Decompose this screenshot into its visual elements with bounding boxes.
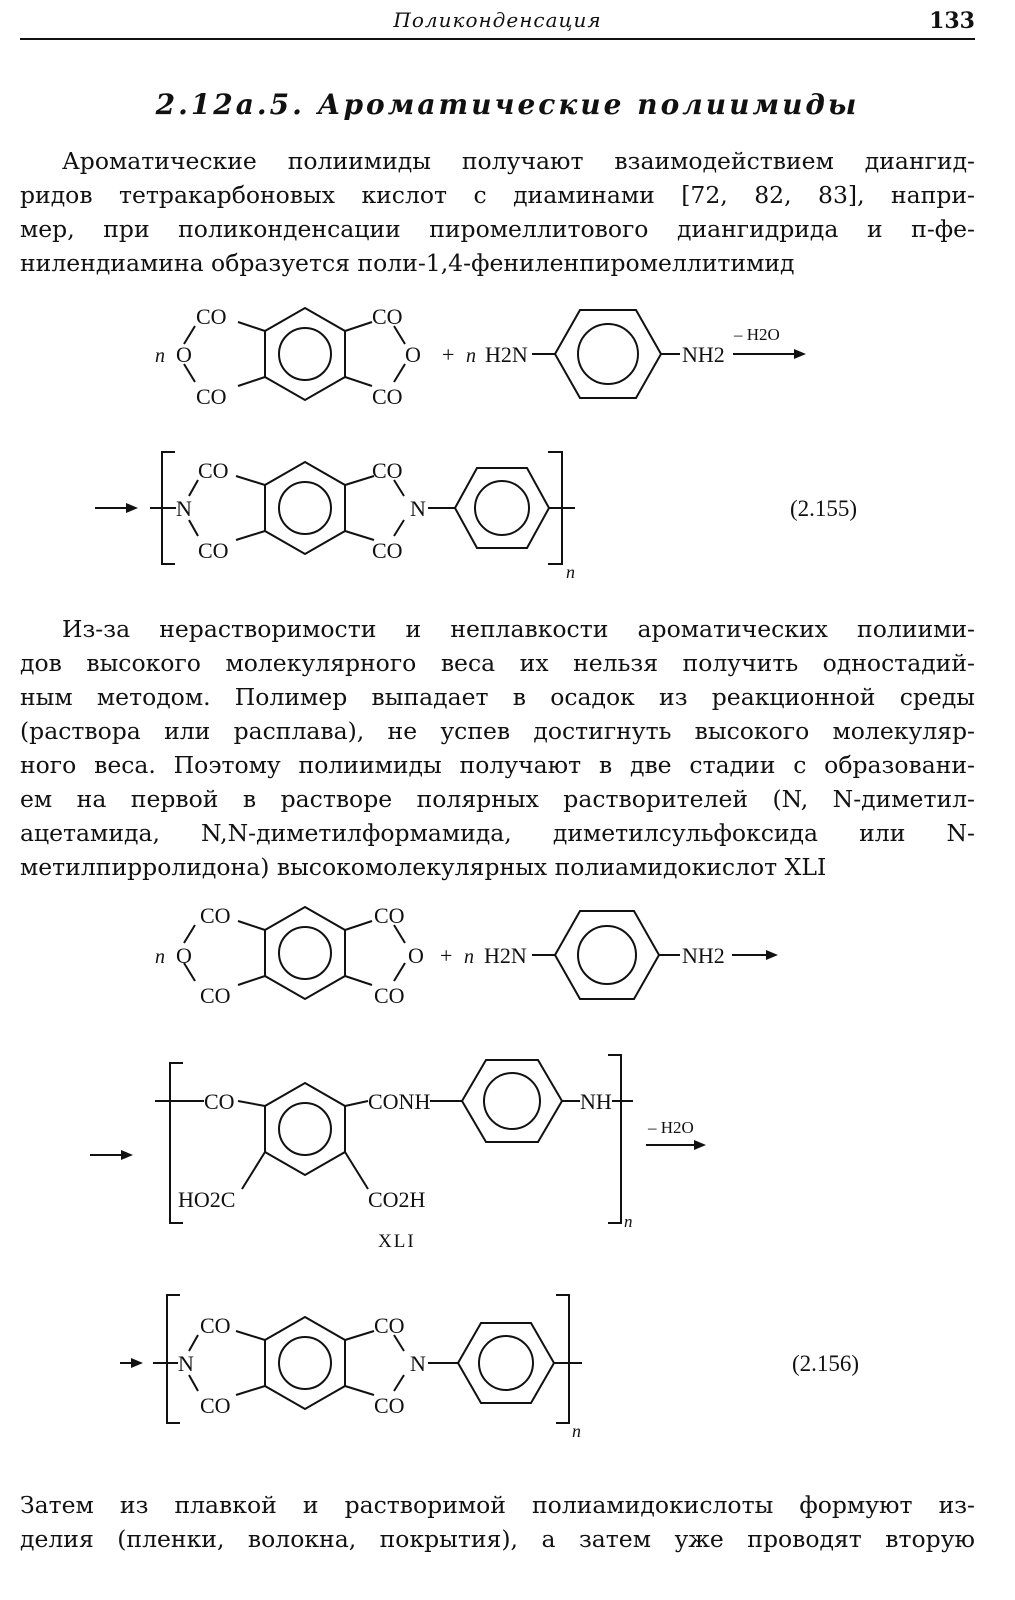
imide-nitrogen: N — [410, 1351, 426, 1376]
anhydride-oxygen: O — [405, 342, 421, 367]
compound-label-xli: XLI — [378, 1231, 416, 1252]
carbonyl-label: CO — [374, 1393, 405, 1418]
section-title: 2.12а.5. Ароматические полиимиды — [155, 88, 860, 121]
paragraph-two-stage: Из-за нерастворимости и неплавкости аром… — [20, 612, 975, 884]
arrow-label: – H2O — [733, 325, 780, 344]
carbonyl-label: CO — [198, 458, 229, 483]
coefficient-n: n — [155, 946, 165, 968]
carboxyl-left-label: HO2C — [178, 1187, 235, 1212]
text-line: дов высокого молекулярного веса их нельз… — [20, 649, 975, 677]
reaction-scheme-2-155: n O CO CO CO CO O + n H2N NH2 – H2O — [95, 304, 857, 582]
carbonyl-label: CO — [372, 384, 403, 409]
carbonyl-label: CO — [200, 1313, 231, 1338]
carbonyl-label: CO — [200, 1393, 231, 1418]
carbonyl-label: CO — [196, 384, 227, 409]
phenylenediamine-structure — [532, 309, 680, 399]
phenylenediamine-structure — [532, 910, 680, 1000]
text-line: ем на первой в растворе полярных раствор… — [20, 785, 975, 813]
equation-number: (2.155) — [790, 496, 857, 521]
pyromellitic-dianhydride-structure — [183, 306, 406, 402]
carbonyl-label: CO — [196, 304, 227, 329]
amic-acid-carbonyl: CO — [204, 1089, 235, 1114]
carbonyl-label: CO — [374, 983, 405, 1008]
text-line: ного веса. Поэтому полиимиды получают в … — [20, 751, 975, 779]
anhydride-oxygen: O — [408, 943, 424, 968]
anhydride-oxygen: O — [176, 342, 192, 367]
anhydride-oxygen: O — [176, 943, 192, 968]
imide-nitrogen: N — [176, 496, 192, 521]
reaction-arrow — [733, 349, 806, 359]
text-line: ридов тетракарбоновых кислот с диаминами… — [20, 181, 975, 209]
carbonyl-label: CO — [200, 903, 231, 928]
carboxyl-right-label: CO2H — [368, 1187, 426, 1212]
arrow-label: – H2O — [647, 1118, 694, 1137]
polyamic-acid-structure — [155, 1054, 633, 1224]
reaction-arrow — [95, 503, 138, 513]
text-line: делия (пленки, волокна, покрытия), а зат… — [20, 1525, 975, 1553]
carbonyl-label: CO — [372, 458, 403, 483]
running-header: Поликонденсация 133 — [20, 8, 975, 40]
diamine-right-group: NH2 — [682, 943, 725, 968]
carbonyl-label: CO — [200, 983, 231, 1008]
polyimide-repeat-unit-structure — [153, 1294, 582, 1424]
carbonyl-label: CO — [374, 903, 405, 928]
reaction-arrow — [732, 950, 778, 960]
repeat-subscript: n — [572, 1421, 581, 1441]
reaction-arrow — [120, 1358, 143, 1368]
reaction-scheme-2-156: n O CO CO CO CO O + n H2N NH2 CO CONH — [90, 903, 859, 1441]
pyromellitic-dianhydride-structure — [183, 905, 406, 1001]
diamine-left-group: H2N — [484, 943, 527, 968]
plus-sign: + — [442, 342, 454, 367]
carbonyl-label: CO — [372, 304, 403, 329]
text-line: мер, при поликонденсации пиромеллитового… — [20, 215, 975, 243]
text-line: Из-за нерастворимости и неплавкости аром… — [62, 615, 975, 643]
amine-nh-label: NH — [580, 1089, 612, 1114]
text-line: Затем из плавкой и растворимой полиамидо… — [20, 1491, 975, 1519]
text-line: метилпирролидона) высокомолекулярных пол… — [20, 853, 827, 881]
imide-nitrogen: N — [178, 1351, 194, 1376]
coefficient-n: n — [464, 946, 474, 968]
coefficient-n: n — [466, 345, 476, 367]
repeat-subscript: n — [624, 1212, 633, 1231]
diamine-right-group: NH2 — [682, 342, 725, 367]
paragraph-intro: Ароматические полиимиды получают взаимод… — [20, 144, 975, 280]
equation-number: (2.156) — [792, 1351, 859, 1376]
repeat-subscript: n — [566, 562, 575, 582]
imide-nitrogen: N — [410, 496, 426, 521]
carbonyl-label: CO — [372, 538, 403, 563]
paragraph-processing: Затем из плавкой и растворимой полиамидо… — [20, 1488, 975, 1556]
plus-sign: + — [440, 943, 452, 968]
amide-group-label: CONH — [368, 1089, 430, 1114]
page-number: 133 — [929, 8, 975, 34]
text-line: ацетамида, N,N-диметилформамида, диметил… — [20, 819, 975, 847]
diamine-left-group: H2N — [485, 342, 528, 367]
carbonyl-label: CO — [374, 1313, 405, 1338]
coefficient-n: n — [155, 345, 165, 367]
polyimide-repeat-unit-structure — [150, 451, 575, 565]
text-line: Ароматические полиимиды получают взаимод… — [62, 147, 975, 175]
reaction-arrow — [646, 1140, 706, 1150]
text-line: нилендиамина образуется поли-1,4-фенилен… — [20, 249, 795, 277]
carbonyl-label: CO — [198, 538, 229, 563]
text-line: ным методом. Полимер выпадает в осадок и… — [20, 683, 975, 711]
reaction-arrow — [90, 1150, 133, 1160]
text-line: (раствора или расплава), не успев достиг… — [20, 717, 975, 745]
running-title: Поликонденсация — [393, 8, 602, 32]
